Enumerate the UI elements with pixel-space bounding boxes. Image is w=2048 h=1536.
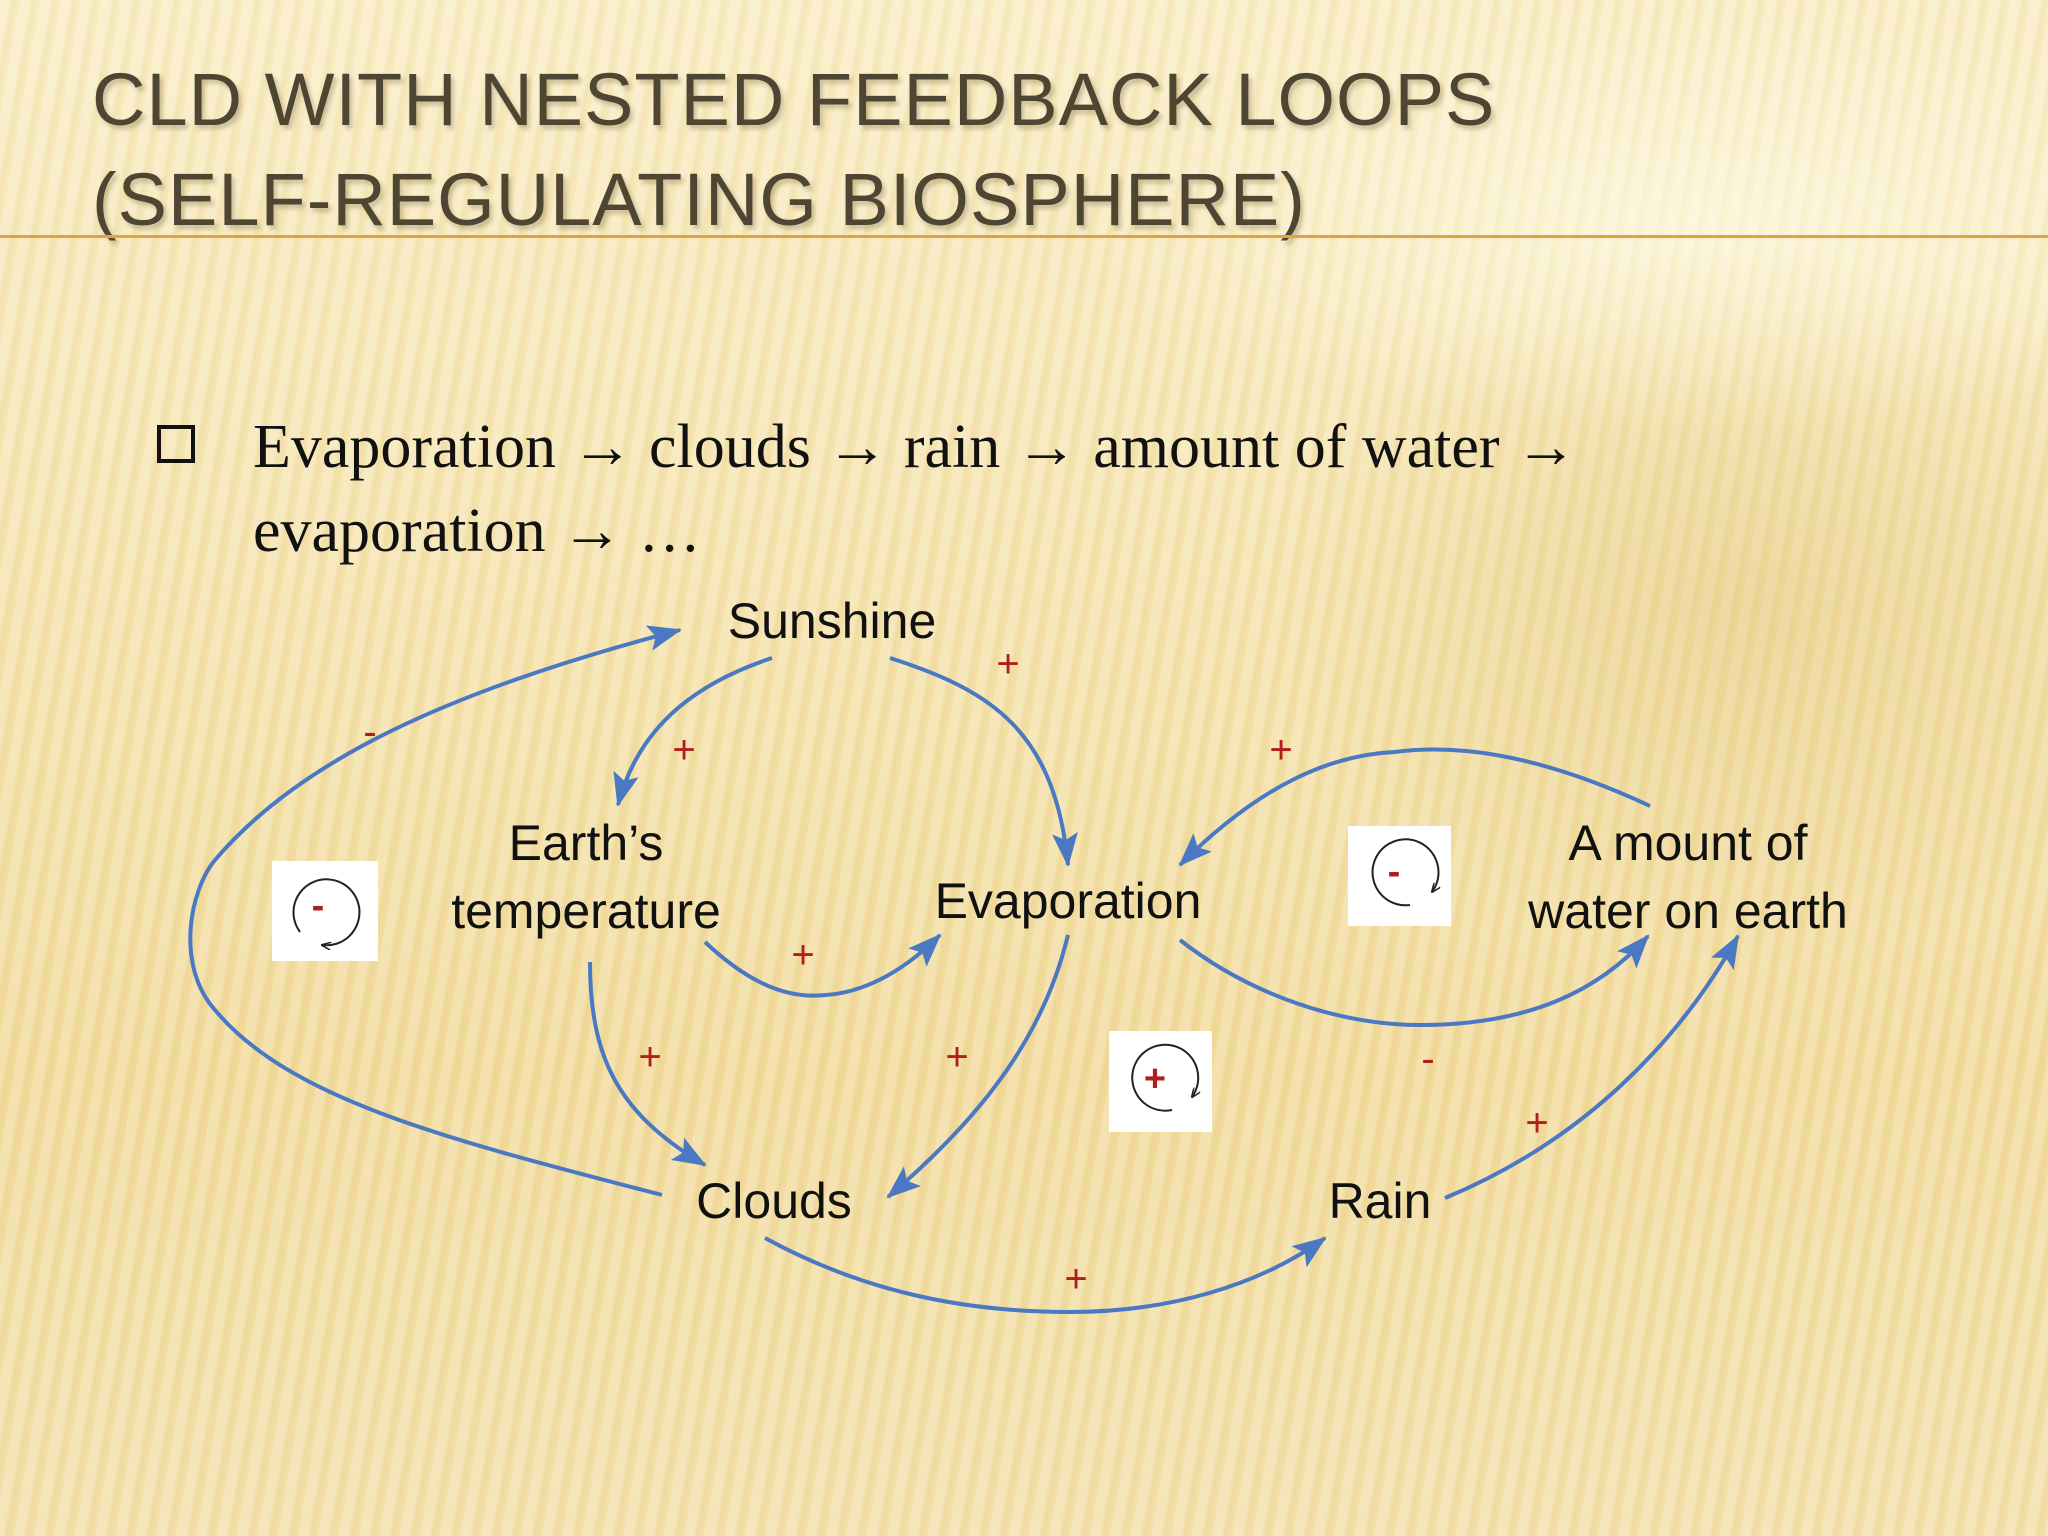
link-clouds-to-sunshine <box>188 625 682 1197</box>
title-line-2: (SELF-REGULATING BIOSPHERE) <box>92 158 1306 241</box>
node-water-line1: A mount of <box>1568 815 1807 871</box>
link-rain-to-water <box>1444 934 1740 1200</box>
link-sunshine-to-evaporation <box>889 656 1078 867</box>
loop-arrow-icon <box>1371 838 1439 907</box>
polarity-evaporation-to-water: - <box>1421 1037 1434 1081</box>
link-sunshine-to-temperature <box>613 656 773 807</box>
link-evaporation-to-clouds <box>886 934 1070 1199</box>
node-rain: Rain <box>1329 1173 1432 1229</box>
link-water-to-evaporation <box>1178 747 1651 867</box>
polarity-water-to-evaporation: + <box>1269 728 1292 772</box>
polarity-temp-to-evaporation: + <box>791 933 814 977</box>
polarity-rain-to-water: + <box>1525 1101 1548 1145</box>
polarity-evaporation-to-clouds: + <box>945 1035 968 1079</box>
loop-marker-center: + <box>1109 1031 1212 1132</box>
loop-arrow-icon <box>1131 1043 1198 1112</box>
link-temperature-to-evaporation <box>703 933 942 998</box>
loop-left-sign: - <box>312 885 325 927</box>
bullet-text: Evaporation → clouds → rain → amount of … <box>253 405 1753 573</box>
polarity-clouds-to-sunshine: - <box>363 710 376 754</box>
square-bullet-icon <box>157 425 195 463</box>
loop-marker-right: - <box>1348 826 1451 926</box>
loop-right-sign: - <box>1388 851 1401 893</box>
node-water-line2: water on earth <box>1527 883 1848 939</box>
title-line-1: CLD WITH NESTED FEEDBACK LOOPS <box>92 58 1496 141</box>
link-clouds-to-rain <box>764 1236 1327 1315</box>
polarity-sunshine-to-evaporation: + <box>996 642 1019 686</box>
node-earth-temperature-line2: temperature <box>451 883 721 939</box>
polarity-clouds-to-rain: + <box>1064 1257 1087 1301</box>
loop-center-sign: + <box>1144 1058 1166 1100</box>
node-sunshine: Sunshine <box>728 593 937 649</box>
polarity-sunshine-to-temp: + <box>672 728 695 772</box>
loop-marker-left: - <box>272 861 378 961</box>
link-temperature-to-clouds <box>588 961 707 1167</box>
node-clouds: Clouds <box>696 1173 852 1229</box>
bullet-line-2: evaporation → … <box>253 497 701 565</box>
title-underline <box>0 235 2048 238</box>
link-evaporation-to-water <box>1178 934 1650 1028</box>
polarity-temp-to-clouds: + <box>638 1035 661 1079</box>
loop-arrow-icon <box>292 878 361 945</box>
slide-title: CLD WITH NESTED FEEDBACK LOOPS (SELF-REG… <box>92 50 1892 250</box>
bullet-line-1: Evaporation → clouds → rain → amount of … <box>253 413 1578 481</box>
node-earth-temperature-line1: Earth’s <box>509 815 664 871</box>
node-evaporation: Evaporation <box>935 873 1202 929</box>
